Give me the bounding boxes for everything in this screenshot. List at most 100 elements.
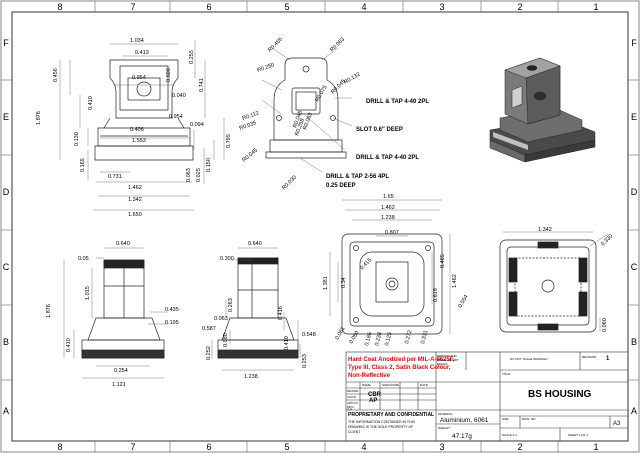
radius-label: R0.250 (257, 62, 276, 74)
dim-label: 0.954 (169, 114, 183, 120)
drawing-title: BS HOUSING (528, 389, 592, 400)
zone-label-row: C (3, 262, 10, 272)
zone-label-row: F (631, 38, 637, 48)
finish-note-line: Type III, Class 2, Satin Black Colour, (348, 365, 451, 371)
dim-label: 1.381 (323, 276, 329, 290)
dim-label: 0.807 (385, 230, 399, 236)
material-label: MATERIAL (438, 412, 453, 416)
side-view-radii (261, 47, 353, 173)
title-block-col-header: DATE (420, 383, 428, 387)
title-block-row-label: Q.A (347, 407, 352, 411)
dim-label: 0.025 (196, 168, 202, 182)
finish-note-line: Non-Reflective (348, 373, 391, 379)
front-view-top-left (59, 40, 225, 211)
zone-label-col: 4 (361, 442, 366, 452)
dim-label: 1.462 (128, 185, 142, 191)
dim-label: 0.413 (135, 50, 149, 56)
radius-label: R0.258 (294, 118, 306, 137)
title-block-row-label: APPV'D (347, 401, 359, 405)
radius-label: R0.063 (302, 112, 314, 131)
dim-label: 0.410 (284, 336, 290, 350)
mid-side-view (211, 247, 301, 371)
dim-label: 0.195 (165, 320, 179, 326)
dim-label: 0.063 (214, 316, 228, 322)
sheet-inner-border (11, 11, 629, 442)
zone-label-col: 4 (361, 2, 366, 12)
dim-label: 0.060 (602, 318, 608, 332)
title-block-row-label: DRAWN (347, 389, 358, 393)
dim-label: 0.795 (226, 134, 232, 148)
dim-label: 0.186 (364, 332, 373, 347)
dim-label: 0.331 (420, 330, 429, 345)
dim-label: 0.300 (220, 256, 234, 262)
dim-label: 1.342 (128, 197, 142, 203)
zone-label-row: E (3, 112, 9, 122)
dim-label: 1.121 (112, 382, 126, 388)
proprietary-text: CLIENT (348, 430, 361, 434)
dim-label: 0.165 (80, 158, 86, 172)
title-block-row-label: CHK'D (347, 395, 357, 399)
dim-label: 0.410 (66, 338, 72, 352)
zone-label-col: 6 (206, 442, 211, 452)
zone-label-col: 7 (130, 442, 135, 452)
title-block-col-header: SIGNATURE (382, 383, 399, 387)
dim-label: 1.342 (538, 227, 552, 233)
dim-label: 1.034 (130, 38, 144, 44)
radius-label: R0.112 (242, 110, 260, 122)
scale-label: SCALE:1:1 (502, 433, 517, 437)
title-block-row-label: MFG (347, 405, 354, 409)
dim-label: 0.548 (302, 332, 316, 338)
zone-label-col: 6 (206, 2, 211, 12)
dim-label: 0.640 (248, 241, 262, 247)
deburr-note: DEBURR AND (437, 354, 458, 358)
zone-label-row: D (631, 187, 638, 197)
bottom-view-right (499, 231, 609, 333)
zone-label-col: 2 (517, 2, 522, 12)
zone-label-col: 8 (57, 2, 62, 12)
do-not-scale-note: DO NOT SCALE DRAWING (510, 357, 548, 361)
title-block (345, 351, 629, 442)
dim-label: 0.640 (116, 241, 130, 247)
dim-label: 0.130 (74, 132, 80, 146)
dim-label: 0.619 (433, 288, 439, 302)
dwg-no-label: DWG. NO. (522, 417, 536, 421)
dim-label: 0.238 (374, 332, 383, 347)
material-value: Aluminium, 6061 (440, 417, 489, 424)
callout-drill-tap: DRILL & TAP 4-40 2PL (356, 155, 419, 161)
callout-slot: SLOT 0.6" DEEP (356, 127, 403, 133)
dim-label: 0.150 (206, 158, 212, 172)
zone-label-col: 2 (517, 442, 522, 452)
proprietary-heading: PROPRIETARY AND CONFIDENTIAL (348, 412, 434, 418)
weight-value: 47.17g (452, 433, 472, 440)
size-label: SIZE (502, 417, 509, 421)
proprietary-text: THE INFORMATION CONTAINED IN THIS (348, 420, 416, 424)
dim-label: 1.015 (85, 286, 91, 300)
dim-label: 0.954 (132, 75, 146, 81)
deburr-note: BREAK SHARP (437, 358, 458, 362)
callout-drill-tap: DRILL & TAP 4-40 2PL (366, 99, 429, 105)
dim-label: 0.272 (404, 330, 413, 345)
zone-label-row: B (3, 337, 9, 347)
zone-label-col: 3 (439, 2, 444, 12)
revision-label: REVISION (582, 355, 596, 359)
dim-label: 0.485 (440, 254, 446, 268)
checked-by-initials: AP (369, 398, 377, 404)
dim-label: 1.876 (46, 304, 52, 318)
zone-label-col: 3 (439, 442, 444, 452)
dim-label: 0.410 (88, 96, 94, 110)
left-side-view (63, 247, 168, 379)
dim-label: 0.05 (78, 256, 89, 262)
dim-label: 1.65 (383, 194, 394, 200)
zone-label-col: 5 (284, 442, 289, 452)
weight-label: WEIGHT (438, 426, 450, 430)
zone-label-row: F (3, 38, 9, 48)
drawn-by-initials: CBR (368, 392, 382, 398)
title-label: TITLE: (502, 372, 511, 376)
dim-label: 1.876 (36, 111, 42, 125)
zone-label-row: A (631, 406, 637, 416)
zone-label-row: C (631, 262, 638, 272)
top-view-center (329, 199, 451, 335)
dim-label: 0.263 (228, 298, 234, 312)
